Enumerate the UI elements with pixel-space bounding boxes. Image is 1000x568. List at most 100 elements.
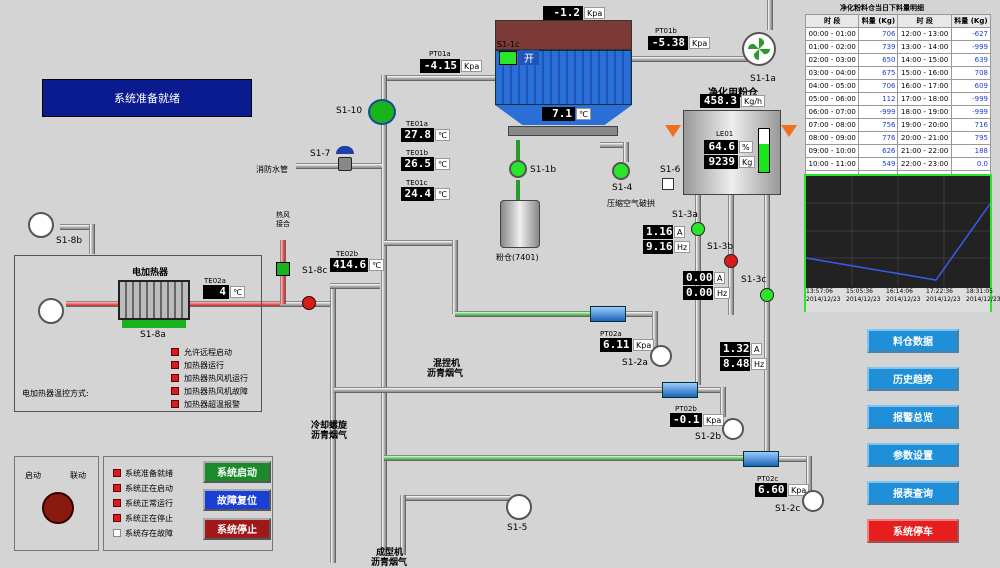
feed-amount: 795: [950, 131, 992, 145]
valve-s1-3b-icon[interactable]: [724, 254, 738, 268]
alarm-overview-button[interactable]: 报警总览: [867, 405, 959, 429]
feed-amount: 706: [858, 79, 899, 93]
feed-amount: -999: [950, 105, 992, 119]
current-c: 1.32: [720, 342, 750, 356]
heater-ind-3: [171, 374, 179, 382]
s1-8c-label: S1-8c: [302, 266, 328, 276]
current-a-unit: A: [674, 226, 686, 238]
feed-amount: 650: [858, 53, 899, 67]
fault-reset-button[interactable]: 故障复位: [203, 489, 271, 511]
feed-time-slot: 06:00 - 07:00: [804, 105, 860, 119]
fan-s1-4-icon[interactable]: [612, 162, 630, 180]
fan-s1-2c-icon[interactable]: [802, 490, 824, 512]
heater-ind-2: [171, 361, 179, 369]
hot-air-label-1: 热风: [276, 211, 290, 219]
pt02a-unit: Kpa: [633, 339, 655, 351]
te02a-unit: ℃: [230, 286, 245, 298]
powder-silo-drum: [500, 200, 540, 248]
valve-s1-6-icon[interactable]: [662, 178, 674, 190]
s1-2b-label: S1-2b: [695, 432, 722, 442]
s1-5-label: S1-5: [507, 523, 528, 533]
feed-amount: 112: [858, 92, 899, 106]
s1-2c-label: S1-2c: [775, 504, 801, 514]
system-stop-button[interactable]: 系统停止: [203, 518, 271, 540]
purify-weight-unit: Kg: [739, 156, 756, 168]
feed-amount: -999: [858, 105, 899, 119]
cooling-fume-label-2: 沥青烟气: [311, 431, 348, 441]
te02a-name: TE02a: [204, 277, 226, 285]
parameter-settings-button[interactable]: 参数设置: [867, 443, 959, 467]
s1-6-label: S1-6: [660, 165, 681, 175]
silo-label: S1-1c: [497, 40, 520, 49]
fan-s1-5-icon[interactable]: [506, 494, 532, 520]
pt02b-value: -0.1: [670, 413, 702, 427]
heater-base: [122, 320, 186, 328]
sys-ind-label-2: 系统正在启动: [125, 484, 173, 493]
valve-s1-3a-icon[interactable]: [691, 222, 705, 236]
feed-time-slot: 12:00 - 13:00: [897, 27, 952, 41]
pt01a-name: PT01a: [429, 50, 451, 58]
valve-s1-7-icon[interactable]: [338, 157, 352, 171]
support-left-icon: [665, 125, 681, 137]
fan-s1-10-icon[interactable]: [368, 99, 396, 125]
valve-s1-3c-icon[interactable]: [760, 288, 774, 302]
silo-status-indicator[interactable]: [499, 51, 517, 65]
fan-s1-2a-icon[interactable]: [650, 345, 672, 367]
report-query-button[interactable]: 报表查询: [867, 481, 959, 505]
feed-time-slot: 22:00 - 23:00: [897, 157, 952, 171]
selector-knob[interactable]: [42, 492, 74, 524]
bag-filter-body: [495, 50, 632, 105]
freq-b-unit: Hz: [714, 287, 731, 299]
feed-amount: 188: [950, 144, 992, 158]
sys-ind-2: [113, 484, 121, 492]
feed-header: 时 段: [897, 14, 952, 28]
knob-panel: [14, 456, 99, 551]
heater-control-label: 电加热器温控方式:: [22, 389, 89, 398]
sys-ind-label-3: 系统正常运行: [125, 499, 173, 508]
pt02c-value: 6.60: [755, 483, 787, 497]
s1-4-label: S1-4: [612, 183, 633, 193]
system-start-button[interactable]: 系统启动: [203, 461, 271, 483]
arrow-down-icon: [516, 140, 520, 162]
current-b-unit: A: [714, 272, 726, 284]
silo-temp-unit: ℃: [576, 108, 591, 120]
sys-ind-label-1: 系统准备就绪: [125, 469, 173, 478]
feed-time-slot: 07:00 - 08:00: [804, 118, 860, 132]
feed-amount: 708: [950, 66, 992, 80]
s1-7-label: S1-7: [310, 149, 331, 159]
trend-time: 17:22:36: [926, 288, 953, 295]
silo-data-button[interactable]: 料仓数据: [867, 329, 959, 353]
heater-ind-4: [171, 387, 179, 395]
fan-s1-1a-icon[interactable]: [742, 32, 776, 66]
s1-8b-label: S1-8b: [56, 236, 83, 246]
feed-time-slot: 20:00 - 21:00: [897, 131, 952, 145]
status-banner: 系统准备就绪: [42, 79, 252, 117]
fan-s1-8b-icon[interactable]: [28, 212, 54, 238]
te01c-name: TE01c: [406, 179, 428, 187]
valve-red-icon[interactable]: [302, 296, 316, 310]
te02b-unit: ℃: [369, 259, 384, 271]
history-trend-button[interactable]: 历史趋势: [867, 367, 959, 391]
purify-silo-title: 净化用粉仓: [708, 84, 758, 99]
system-shutdown-button[interactable]: 系统停车: [867, 519, 959, 543]
te02a-value: 4: [203, 285, 229, 299]
feed-time-slot: 00:00 - 01:00: [804, 27, 860, 41]
valve-s1-8c-icon[interactable]: [276, 262, 290, 276]
heater-panel: [14, 255, 262, 412]
level-bar: [758, 128, 770, 173]
feed-header: 料量 (Kg): [858, 14, 899, 28]
fan-s1-1b-icon[interactable]: [509, 160, 527, 178]
feed-amount: -999: [950, 92, 992, 106]
fan-s1-2b-icon[interactable]: [722, 418, 744, 440]
exchanger-2a: [590, 306, 626, 322]
te01b-value: 26.5: [401, 157, 434, 171]
feed-time-slot: 10:00 - 11:00: [804, 157, 860, 171]
compressed-air-label: 压缩空气破拱: [607, 199, 655, 208]
heater-ind-label-1: 允许远程启动: [184, 348, 232, 357]
fan-heater-inlet-icon[interactable]: [38, 298, 64, 324]
feed-amount: 609: [950, 79, 992, 93]
